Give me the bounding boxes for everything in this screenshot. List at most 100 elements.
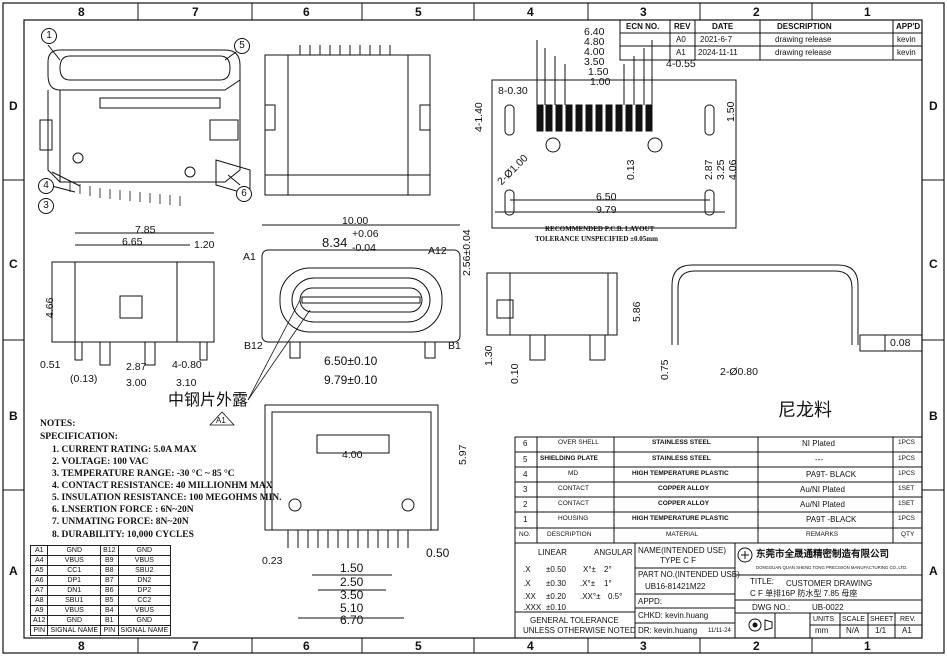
pin-cell: A4 (29, 555, 49, 566)
signal-cell: SBU1 (47, 595, 102, 606)
bom-row-5-rem: --- (815, 455, 823, 464)
title-value: CUSTOMER DRAWING (786, 579, 873, 588)
tol-row-2-c: .X°± (580, 579, 596, 588)
bom-row-4-no: 4 (523, 470, 528, 479)
bom-row-1-rem: PA9T -BLACK (806, 515, 857, 524)
rev-row-a0-rev: A0 (676, 35, 686, 44)
tol-row-1-c: X°± (583, 565, 596, 574)
zone-left-D: D (9, 99, 18, 113)
tol-row-2-a: .X (523, 579, 531, 588)
zone-top-2: 2 (753, 5, 760, 19)
tol-row-1-d: 2° (604, 565, 612, 574)
dim-0-13-side: (0.13) (70, 373, 98, 385)
dim-1-30: 1.30 (483, 345, 495, 366)
note-1: 1. CURRENT RATING: 5.0A MAX (52, 445, 197, 455)
signal-cell: GND (117, 615, 172, 626)
dim-7-85: 7.85 (135, 224, 156, 236)
bom-row-6-desc: OVER SHELL (558, 439, 599, 446)
dim-4-080: 4-0.80 (172, 359, 202, 371)
rev-row-a0-app: kevin (897, 35, 916, 44)
general-tolerance: GENERAL TOLERANCE (530, 616, 619, 625)
title-label: TITLE: (750, 577, 775, 586)
units-value: mm (815, 626, 829, 635)
bom-row-2-desc: CONTACT (558, 500, 589, 507)
dim-9-79-front: 9.79±0.10 (324, 373, 378, 387)
name-value: TYPE C F (660, 556, 697, 565)
bom-row-3-no: 3 (523, 485, 528, 494)
rev-value: A1 (902, 626, 912, 635)
flatness-value: 0.08 (890, 337, 911, 349)
pin-cell: A6 (29, 575, 49, 586)
bom-row-5-desc: SHIELDING PLATE (540, 455, 599, 462)
dim-1-20: 1.20 (194, 239, 215, 251)
pin-cell: B8 (100, 565, 119, 576)
dim-6-50-pcb: 6.50 (596, 191, 617, 203)
dim-8-34-plus: +0.06 (352, 228, 379, 240)
zone-bottom-1: 1 (864, 639, 871, 653)
callout-3: 3 (38, 198, 54, 214)
title-subtitle: C F 单排16P 防水型 7.85 母座 (750, 589, 858, 598)
steel-shell-label: 中钢片外露 (168, 392, 249, 409)
zone-top-3: 3 (640, 5, 647, 19)
zone-right-D: D (929, 99, 938, 113)
front-view (261, 224, 461, 359)
bom-row-1-mat: HIGH TEMPERATURE PLASTIC (632, 515, 729, 522)
tol-row-2-b: ±0.30 (546, 579, 566, 588)
note-5: 5. INSULATION RESISTANCE: 100 MEGOHMS MI… (52, 493, 282, 503)
zone-left-A: A (9, 564, 18, 578)
linear-label: LINEAR (538, 548, 567, 557)
dr-label: DR: kevin.huang (638, 626, 698, 635)
dim-2-50: 2.50 (340, 575, 364, 589)
bom-row-6-rem: NI Plated (802, 439, 835, 448)
dim-2-56: 2.56±0.04 (461, 229, 473, 276)
zone-bottom-5: 5 (415, 639, 422, 653)
dim-3-25: 3.25 (715, 159, 727, 180)
pcb-layout (491, 40, 737, 229)
dim-0-23: 0.23 (262, 555, 283, 567)
callout-4: 4 (38, 178, 54, 194)
zone-right-C: C (929, 257, 938, 271)
signal-cell: DN2 (117, 575, 172, 586)
bom-row-2-qty: 1SET (898, 500, 915, 507)
note-8: 8. DURABILITY: 10,000 CYCLES (52, 530, 194, 540)
signal-header: SIGNAL NAME (117, 625, 172, 636)
note-4: 4. CONTACT RESISTANCE: 40 MILLIONHM MAX (52, 481, 273, 491)
note-6: 6. LNSERTION FORCE : 6N~20N (52, 505, 194, 515)
title-block-grid (514, 542, 923, 639)
bom-row-3-rem: Au/NI Plated (800, 485, 845, 494)
dim-9-79-pcb: 9.79 (596, 204, 617, 216)
pin-cell: A1 (29, 545, 49, 556)
signal-cell: DP2 (117, 585, 172, 596)
signal-cell: GND (117, 545, 172, 556)
bom-header-mat: MATERIAL (666, 531, 699, 538)
pin-cell: A9 (29, 605, 49, 616)
zone-top-4: 4 (527, 5, 534, 19)
rev-header-rev: REV (674, 22, 691, 31)
zone-right-B: B (929, 409, 938, 423)
dim-0-75: 0.75 (659, 359, 671, 380)
bom-row-2-no: 2 (523, 500, 528, 509)
dim-0-13: 0.13 (625, 159, 637, 180)
bom-row-3-desc: CONTACT (558, 485, 589, 492)
bom-row-3-mat: COPPER ALLOY (658, 485, 710, 492)
tol-row-1-b: ±0.50 (546, 565, 566, 574)
bom-header-rem: REMARKS (806, 531, 839, 538)
rev-row-a1-date: 2024-11-11 (698, 48, 738, 57)
dim-2-phi080: 2-Ø0.80 (720, 366, 758, 378)
zone-left-C: C (9, 257, 18, 271)
sheet-label: SHEET (870, 616, 894, 623)
signal-cell: VBUS (117, 555, 172, 566)
tol-row-3-c: .XX°± (580, 592, 601, 601)
a1-marker-label: A1 (216, 416, 226, 425)
tol-row-3-d: 0.5° (608, 592, 623, 601)
bom-row-2-rem: Au/NI Plated (800, 500, 845, 509)
zone-bottom-4: 4 (527, 639, 534, 653)
iso-view (39, 44, 251, 206)
dim-3-50-bottom: 3.50 (340, 588, 364, 602)
bom-row-4-qty: 1PCS (898, 470, 915, 477)
pin-header: PIN (100, 625, 119, 636)
